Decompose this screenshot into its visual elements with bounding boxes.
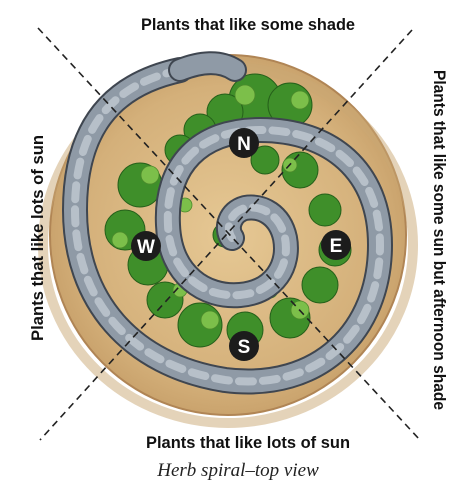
marker-west-label: W [137,237,155,258]
label-top: Plants that like some shade [141,15,355,34]
marker-south-label: S [238,337,251,358]
marker-north-label: N [237,134,251,155]
label-right: Plants that like some sun but afternoon … [430,70,449,410]
caption: Herb spiral–top view [156,460,319,481]
marker-west: W [131,231,161,261]
marker-north: N [229,128,259,158]
marker-east-label: E [330,236,343,257]
marker-south: S [229,331,259,361]
label-bottom: Plants that like lots of sun [146,433,350,452]
label-left: Plants that like lots of sun [28,135,47,341]
marker-east: E [321,230,351,260]
